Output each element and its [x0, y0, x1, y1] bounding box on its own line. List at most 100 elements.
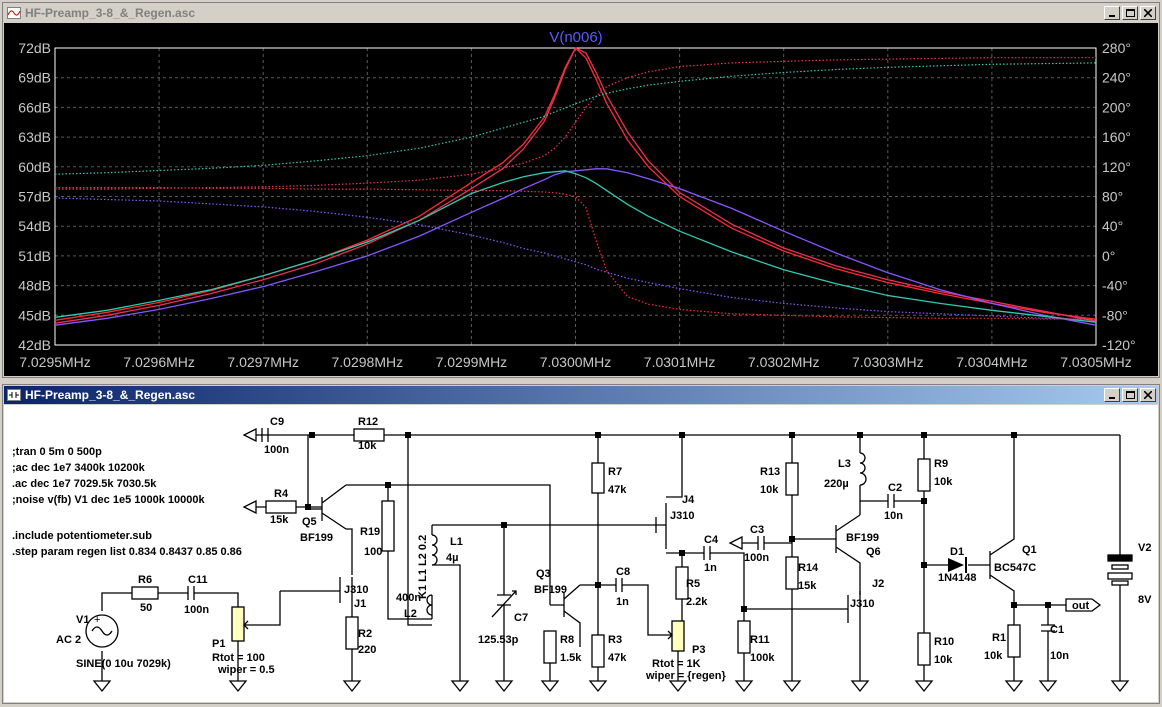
- type-j2[interactable]: J310: [850, 598, 874, 610]
- label-r3[interactable]: R3: [608, 634, 622, 646]
- maximize-button[interactable]: [1122, 6, 1138, 20]
- value-r8[interactable]: 1.5k: [560, 652, 582, 664]
- label-j2[interactable]: J2: [872, 578, 884, 590]
- directive-noise[interactable]: ;noise v(fb) V1 dec 1e5 1000k 10000k: [12, 494, 205, 506]
- value-c11[interactable]: 100n: [184, 604, 209, 616]
- value-l3[interactable]: 220µ: [824, 478, 849, 490]
- schematic-titlebar[interactable]: HF-Preamp_3-8_&_Regen.asc: [4, 386, 1158, 404]
- value-r3[interactable]: 47k: [608, 652, 627, 664]
- rtot-p1[interactable]: Rtot = 100: [212, 652, 265, 664]
- value-r4[interactable]: 15k: [270, 514, 289, 526]
- label-c8[interactable]: C8: [616, 566, 630, 578]
- label-c9[interactable]: C9: [270, 416, 284, 428]
- value-c2[interactable]: 10n: [884, 510, 903, 522]
- minimize-button[interactable]: [1104, 6, 1120, 20]
- label-v1[interactable]: V1: [76, 614, 89, 626]
- value-r7[interactable]: 47k: [608, 484, 627, 496]
- label-r14[interactable]: R14: [798, 562, 819, 574]
- label-c3[interactable]: C3: [750, 524, 764, 536]
- label-d1[interactable]: D1: [950, 546, 964, 558]
- rtot-p3[interactable]: Rtot = 1K: [652, 658, 701, 670]
- label-r19[interactable]: R19: [360, 526, 380, 538]
- label-r11[interactable]: R11: [750, 634, 770, 646]
- value-c4[interactable]: 1n: [704, 562, 717, 574]
- label-r6[interactable]: R6: [138, 574, 152, 586]
- value-l2[interactable]: 400n: [396, 592, 421, 604]
- ac-v1[interactable]: AC 2: [56, 634, 81, 646]
- value-r2[interactable]: 220: [358, 644, 376, 656]
- label-q5[interactable]: Q5: [302, 516, 317, 528]
- label-v2[interactable]: V2: [1138, 542, 1151, 554]
- label-c11[interactable]: C11: [188, 574, 208, 586]
- label-c4[interactable]: C4: [704, 534, 719, 546]
- coupling-k1[interactable]: K1 L1 L2 0.2: [417, 535, 429, 599]
- label-l1[interactable]: L1: [450, 536, 463, 548]
- label-r7[interactable]: R7: [608, 466, 622, 478]
- schematic-maximize-button[interactable]: [1122, 388, 1138, 402]
- value-r9[interactable]: 10k: [934, 476, 953, 488]
- value-c3[interactable]: 100n: [744, 552, 769, 564]
- type-j4[interactable]: J310: [670, 510, 694, 522]
- directive-ac-1[interactable]: ;ac dec 1e7 3400k 10200k: [12, 462, 146, 474]
- type-q3[interactable]: BF199: [534, 584, 567, 596]
- wiper-p1[interactable]: wiper = 0.5: [217, 664, 275, 676]
- label-q6[interactable]: Q6: [866, 546, 881, 558]
- label-c2[interactable]: C2: [888, 482, 902, 494]
- label-c1[interactable]: C1: [1050, 624, 1064, 636]
- trace-label[interactable]: V(n006): [549, 29, 602, 46]
- label-p1[interactable]: P1: [212, 638, 225, 650]
- label-j4[interactable]: J4: [682, 494, 695, 506]
- value-r1[interactable]: 10k: [984, 650, 1003, 662]
- value-r13[interactable]: 10k: [760, 484, 779, 496]
- value-r19[interactable]: 100: [364, 546, 382, 558]
- schematic-minimize-button[interactable]: [1104, 388, 1120, 402]
- value-r6[interactable]: 50: [140, 602, 152, 614]
- label-r8[interactable]: R8: [560, 634, 574, 646]
- schematic-drawing[interactable]: +: [4, 405, 1158, 702]
- label-p3[interactable]: P3: [692, 644, 705, 656]
- label-l3[interactable]: L3: [838, 458, 851, 470]
- wiper-p3[interactable]: wiper = {regen}: [645, 670, 727, 682]
- directive-ac-2[interactable]: .ac dec 1e7 7029.5k 7030.5k: [12, 478, 157, 490]
- value-r5[interactable]: 2.2k: [686, 596, 708, 608]
- directive-step[interactable]: .step param regen list 0.834 0.8437 0.85…: [12, 546, 242, 558]
- net-label-out[interactable]: out: [1072, 600, 1089, 612]
- type-q6[interactable]: BF199: [846, 532, 879, 544]
- label-l2[interactable]: L2: [404, 608, 417, 620]
- value-c7[interactable]: 125.53p: [478, 634, 519, 646]
- type-q5[interactable]: BF199: [300, 532, 333, 544]
- schematic-close-button[interactable]: [1140, 388, 1156, 402]
- value-c9[interactable]: 100n: [264, 444, 289, 456]
- close-button[interactable]: [1140, 6, 1156, 20]
- value-v2[interactable]: 8V: [1138, 594, 1152, 606]
- label-r10[interactable]: R10: [934, 636, 954, 648]
- value-r11[interactable]: 100k: [750, 652, 775, 664]
- type-d1[interactable]: 1N4148: [938, 572, 977, 584]
- directive-include[interactable]: .include potentiometer.sub: [12, 530, 152, 542]
- directive-tran[interactable]: ;tran 0 5m 0 500p: [12, 446, 102, 458]
- value-r14[interactable]: 15k: [798, 580, 817, 592]
- schematic-canvas[interactable]: +: [4, 405, 1158, 702]
- value-l1[interactable]: 4µ: [446, 552, 458, 564]
- label-r9[interactable]: R9: [934, 458, 948, 470]
- label-r5[interactable]: R5: [686, 578, 700, 590]
- value-c8[interactable]: 1n: [616, 596, 629, 608]
- label-r12[interactable]: R12: [358, 416, 378, 428]
- label-q3[interactable]: Q3: [536, 568, 551, 580]
- label-r13[interactable]: R13: [760, 466, 780, 478]
- waveform-titlebar[interactable]: HF-Preamp_3-8_&_Regen.asc: [4, 4, 1158, 22]
- value-c1[interactable]: 10n: [1050, 650, 1069, 662]
- label-q1[interactable]: Q1: [1022, 544, 1037, 556]
- type-j1[interactable]: J310: [344, 584, 368, 596]
- sine-v1[interactable]: SINE(0 10u 7029k): [76, 658, 171, 670]
- value-r10[interactable]: 10k: [934, 654, 953, 666]
- label-r4[interactable]: R4: [274, 488, 289, 500]
- value-r12[interactable]: 10k: [358, 440, 377, 452]
- label-r1[interactable]: R1: [992, 632, 1006, 644]
- label-r2[interactable]: R2: [358, 628, 372, 640]
- label-c7[interactable]: C7: [514, 612, 528, 624]
- type-q1[interactable]: BC547C: [994, 562, 1036, 574]
- label-j1[interactable]: J1: [354, 598, 366, 610]
